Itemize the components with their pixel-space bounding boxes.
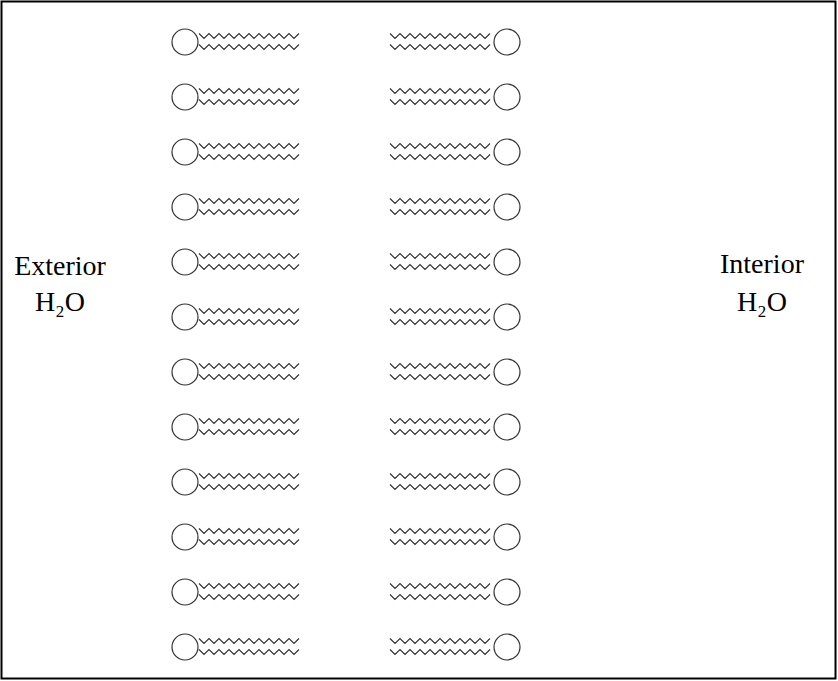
fatty-acid-tail bbox=[199, 100, 299, 105]
fatty-acid-tail bbox=[199, 320, 299, 325]
region-label: H₂O bbox=[737, 288, 787, 316]
fatty-acid-tail bbox=[390, 364, 490, 369]
fatty-acid-tail bbox=[390, 34, 490, 39]
fatty-acid-tail bbox=[390, 540, 490, 545]
fatty-acid-tail bbox=[199, 639, 299, 644]
fatty-acid-tail bbox=[199, 375, 299, 380]
fatty-acid-tail bbox=[390, 199, 490, 204]
fatty-acid-tail bbox=[199, 89, 299, 94]
region-label: Interior bbox=[720, 250, 804, 278]
fatty-acid-tail bbox=[390, 254, 490, 259]
fatty-acid-tail bbox=[390, 210, 490, 215]
polar-head bbox=[172, 469, 198, 495]
fatty-acid-tail bbox=[199, 144, 299, 149]
fatty-acid-tail bbox=[390, 529, 490, 534]
fatty-acid-tail bbox=[199, 529, 299, 534]
fatty-acid-tail bbox=[199, 485, 299, 490]
fatty-acid-tail bbox=[390, 584, 490, 589]
fatty-acid-tail bbox=[390, 144, 490, 149]
polar-head bbox=[172, 194, 198, 220]
polar-head bbox=[172, 524, 198, 550]
fatty-acid-tail bbox=[199, 210, 299, 215]
fatty-acid-tail bbox=[199, 595, 299, 600]
fatty-acid-tail bbox=[199, 584, 299, 589]
fatty-acid-tail bbox=[199, 254, 299, 259]
polar-head bbox=[172, 634, 198, 660]
fatty-acid-tail bbox=[199, 419, 299, 424]
fatty-acid-tail bbox=[199, 309, 299, 314]
fatty-acid-tail bbox=[390, 320, 490, 325]
polar-head bbox=[494, 579, 520, 605]
polar-head bbox=[494, 194, 520, 220]
fatty-acid-tail bbox=[390, 155, 490, 160]
fatty-acid-tail bbox=[390, 639, 490, 644]
polar-head bbox=[494, 469, 520, 495]
fatty-acid-tail bbox=[199, 474, 299, 479]
fatty-acid-tail bbox=[199, 34, 299, 39]
polar-head bbox=[172, 359, 198, 385]
polar-head bbox=[494, 139, 520, 165]
polar-head bbox=[172, 579, 198, 605]
fatty-acid-tail bbox=[390, 375, 490, 380]
fatty-acid-tail bbox=[199, 265, 299, 270]
fatty-acid-tail bbox=[390, 485, 490, 490]
region-label: Exterior bbox=[14, 252, 106, 280]
polar-head bbox=[172, 29, 198, 55]
polar-head bbox=[172, 139, 198, 165]
polar-head bbox=[172, 249, 198, 275]
polar-head bbox=[494, 84, 520, 110]
fatty-acid-tail bbox=[390, 650, 490, 655]
fatty-acid-tail bbox=[390, 595, 490, 600]
fatty-acid-tail bbox=[390, 430, 490, 435]
fatty-acid-tail bbox=[199, 199, 299, 204]
fatty-acid-tail bbox=[390, 45, 490, 50]
phospholipids bbox=[172, 29, 520, 660]
polar-head bbox=[494, 304, 520, 330]
fatty-acid-tail bbox=[199, 430, 299, 435]
fatty-acid-tail bbox=[199, 540, 299, 545]
polar-head bbox=[494, 634, 520, 660]
polar-head bbox=[494, 414, 520, 440]
polar-head bbox=[172, 84, 198, 110]
polar-head bbox=[172, 414, 198, 440]
polar-head bbox=[494, 524, 520, 550]
fatty-acid-tail bbox=[199, 155, 299, 160]
region-label: H₂O bbox=[35, 288, 85, 316]
polar-head bbox=[494, 249, 520, 275]
fatty-acid-tail bbox=[390, 474, 490, 479]
fatty-acid-tail bbox=[390, 100, 490, 105]
fatty-acid-tail bbox=[199, 45, 299, 50]
fatty-acid-tail bbox=[199, 650, 299, 655]
fatty-acid-tail bbox=[390, 265, 490, 270]
fatty-acid-tail bbox=[390, 89, 490, 94]
polar-head bbox=[494, 359, 520, 385]
fatty-acid-tail bbox=[390, 309, 490, 314]
polar-head bbox=[494, 29, 520, 55]
fatty-acid-tail bbox=[199, 364, 299, 369]
fatty-acid-tail bbox=[390, 419, 490, 424]
polar-head bbox=[172, 304, 198, 330]
